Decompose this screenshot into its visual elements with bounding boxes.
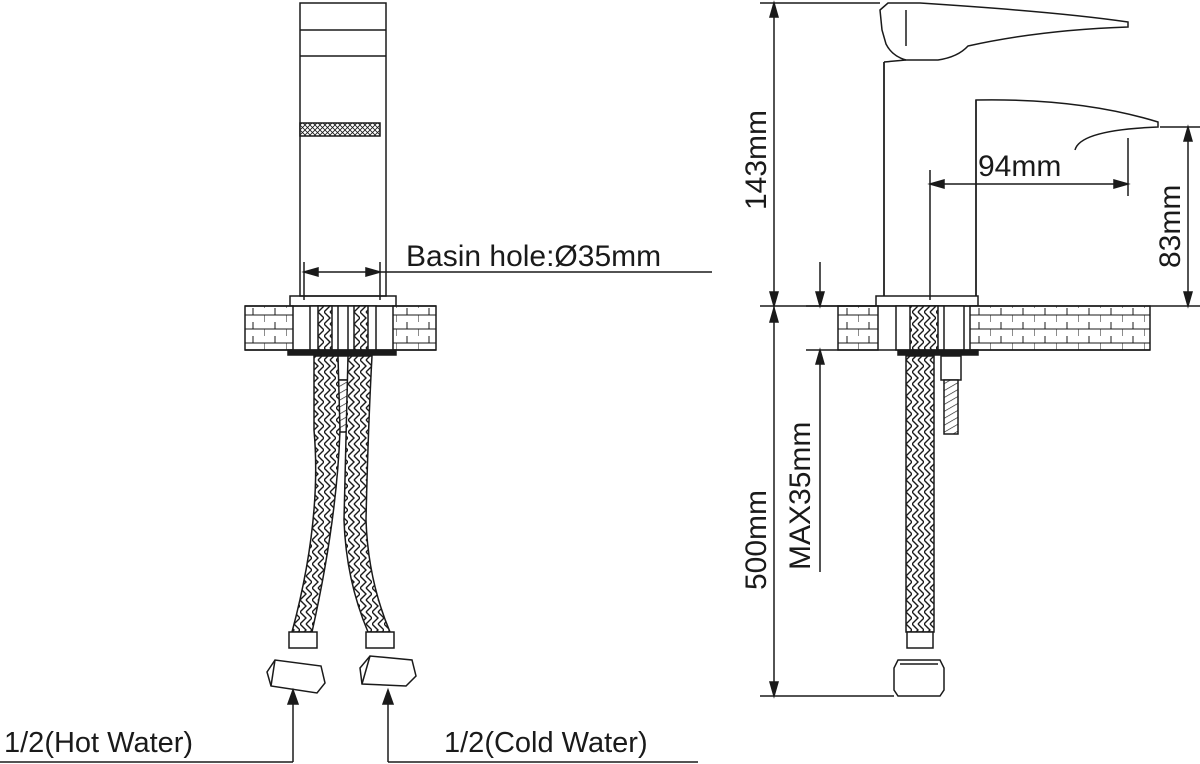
height-dimension (760, 0, 880, 309)
cold-water-leader (381, 687, 698, 763)
countertop-side (837, 305, 1151, 351)
basin-hole-dimension (301, 262, 712, 300)
front-view (0, 2, 712, 763)
side-view (760, 0, 1200, 699)
shank-front (309, 305, 377, 351)
lever-handle (879, 2, 1129, 61)
faucet-body-front (299, 2, 387, 297)
washer-side (897, 349, 979, 356)
basin-hole-label: Basin hole:Ø35mm (406, 240, 661, 273)
hose-length-dimension (760, 305, 894, 699)
hot-water-label: 1/2(Hot Water) (4, 727, 193, 759)
max-thickness-label: MAX35mm (784, 422, 817, 570)
base-flange-side (875, 295, 979, 307)
max-thickness-dimension (806, 262, 838, 572)
washer-front (287, 349, 397, 356)
hot-water-leader (0, 687, 300, 763)
spout-reach-label: 94mm (978, 150, 1061, 183)
spout-height-dimension (1150, 124, 1200, 309)
fixing-stud-side (940, 355, 962, 435)
hose-side (893, 355, 945, 697)
hose-cold (343, 355, 417, 687)
hose-hot (266, 355, 341, 694)
shank-side (895, 305, 965, 351)
cold-water-label: 1/2(Cold Water) (444, 727, 648, 759)
height-label: 143mm (740, 110, 773, 210)
reach-dimension (927, 138, 1131, 300)
hose-length-label: 500mm (740, 490, 773, 590)
spout-height-label: 83mm (1154, 185, 1187, 268)
